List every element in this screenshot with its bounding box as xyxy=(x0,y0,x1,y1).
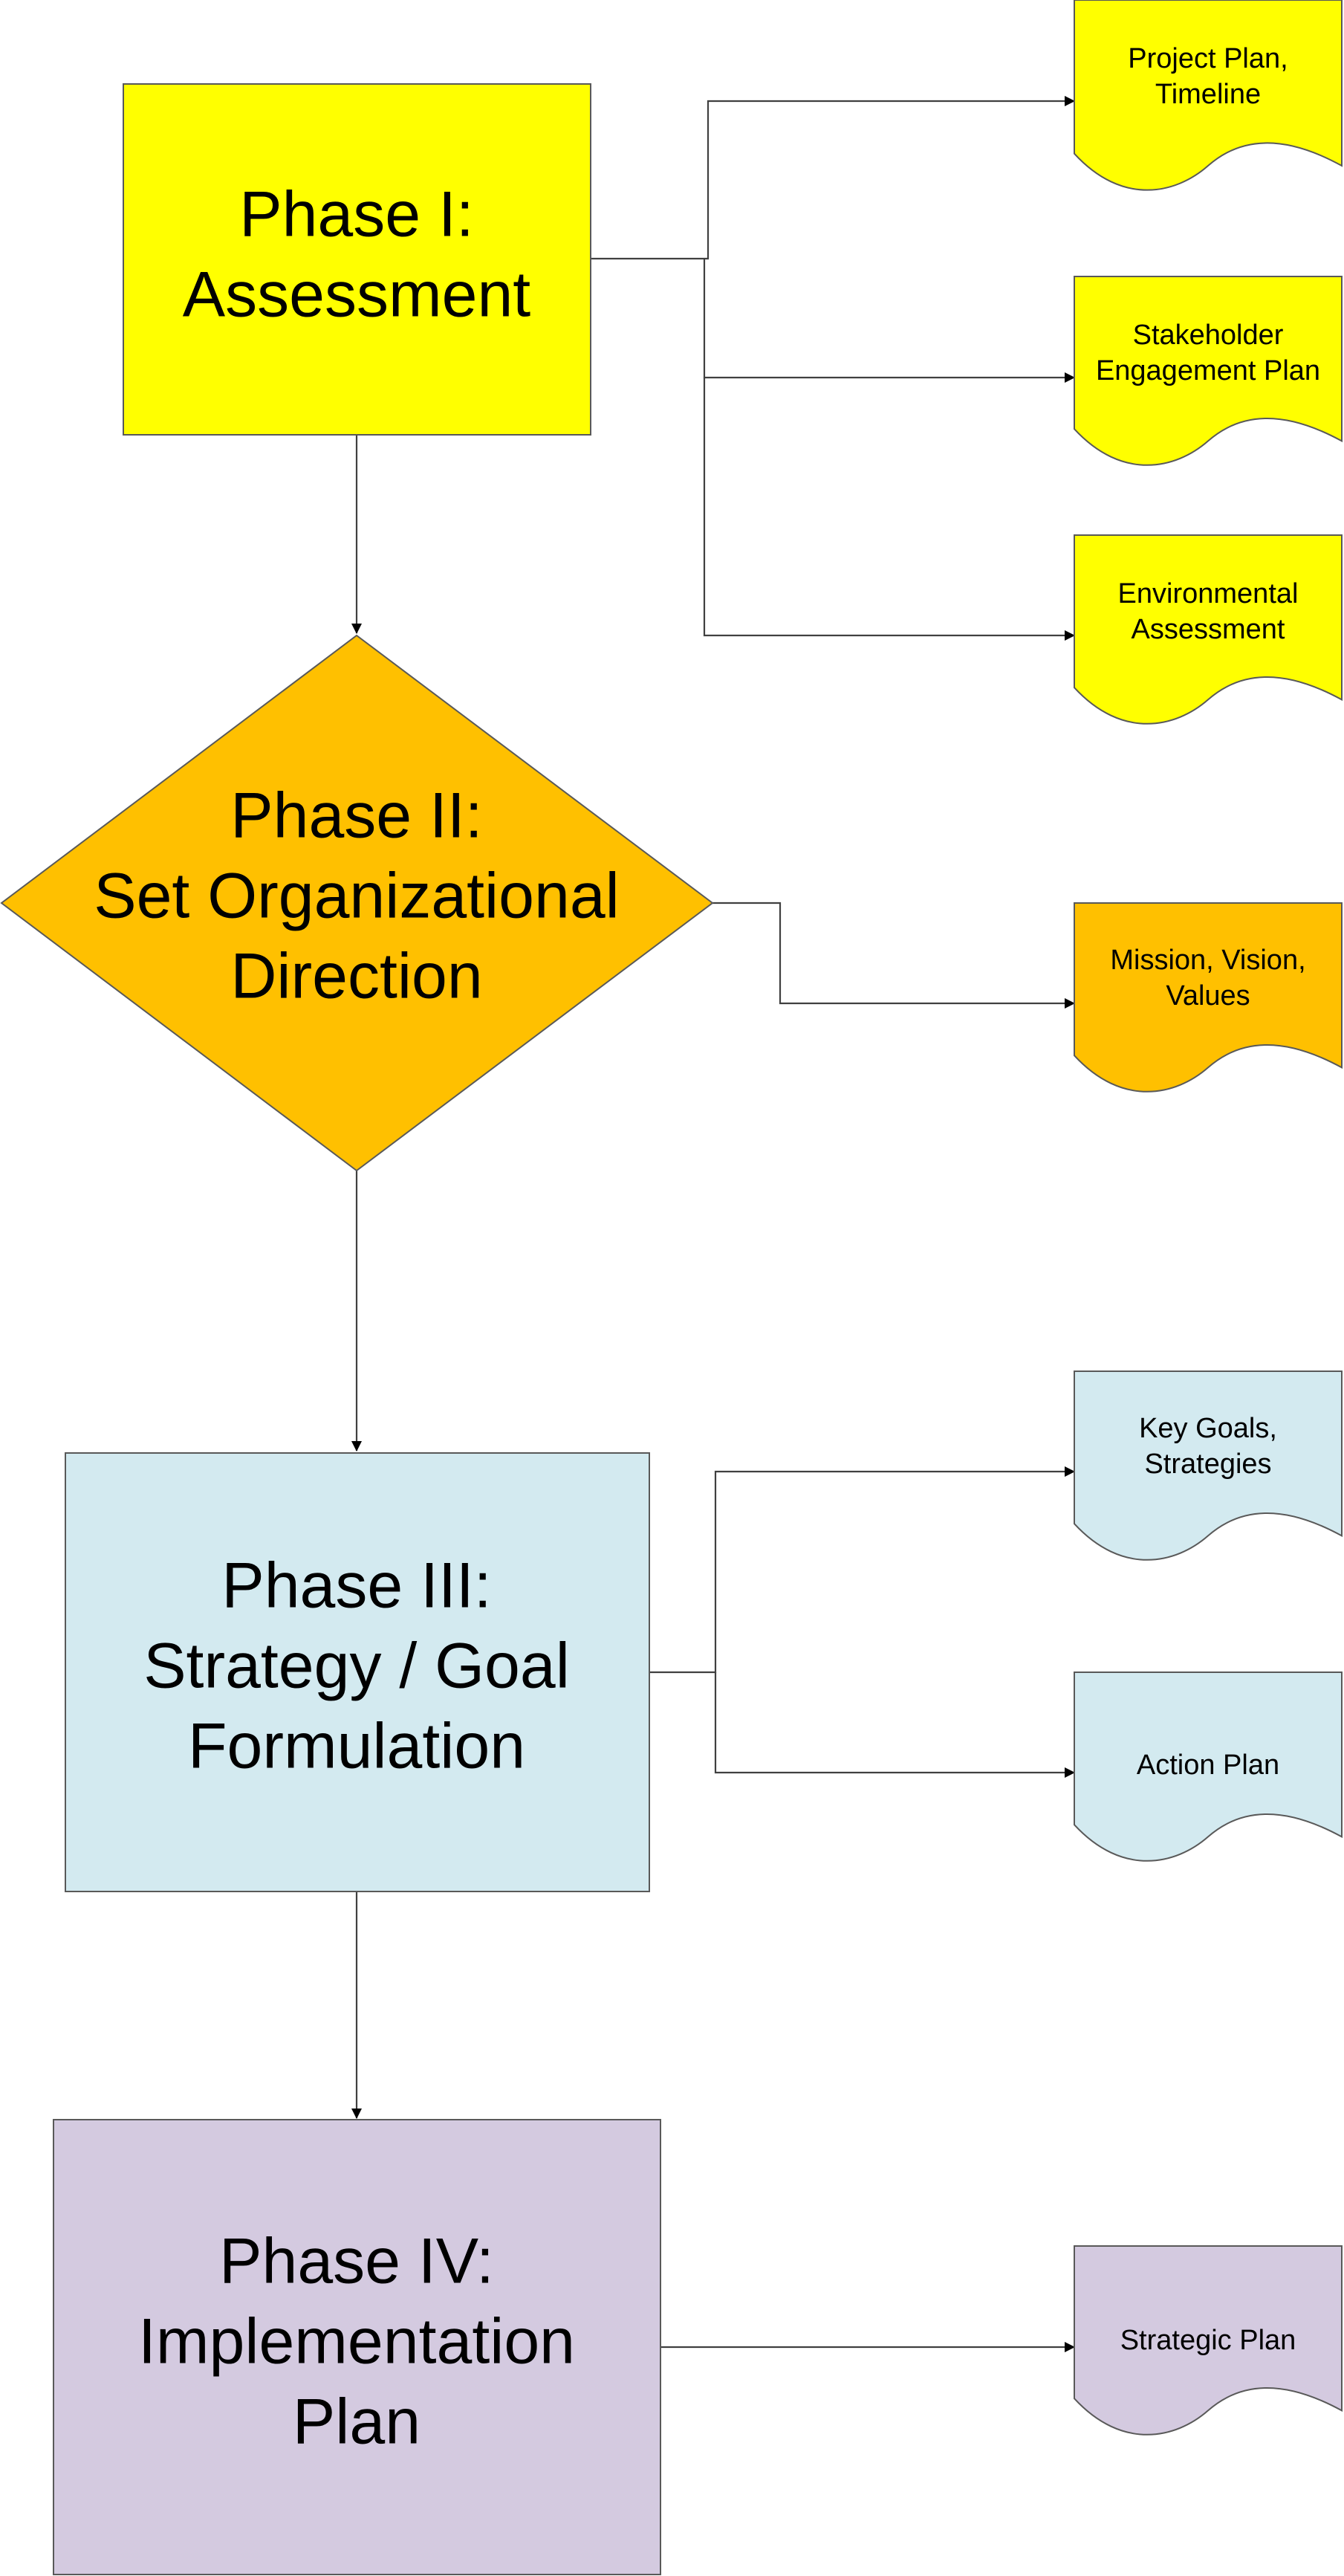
document-project-plan: Project Plan, Timeline xyxy=(1074,0,1343,191)
document-key-goals: Key Goals, Strategies xyxy=(1074,1370,1343,1561)
document-shape xyxy=(1074,2245,1343,2436)
connector-phase1-to-stakeholder-plan xyxy=(703,259,1075,383)
connectors xyxy=(351,96,1075,2352)
connector-phase1-to-environmental-assessment xyxy=(703,378,1075,641)
text-line: Phase I: xyxy=(239,179,474,250)
text-line: Phase IV: xyxy=(219,2226,494,2297)
text-line: Engagement Plan xyxy=(1096,355,1320,386)
text-line: Strategy / Goal xyxy=(143,1631,570,1702)
document-shape xyxy=(1074,1370,1343,1561)
document-mission-vision: Mission, Vision, Values xyxy=(1074,902,1343,1093)
connector-phase3-to-key-goals xyxy=(649,1466,1075,1674)
text-line: Action Plan xyxy=(1137,1750,1279,1781)
document-strategic-plan: Strategic Plan xyxy=(1074,2245,1343,2436)
text-line: Timeline xyxy=(1155,79,1261,110)
text-line: Assessment xyxy=(183,259,530,331)
document-shape xyxy=(1074,902,1343,1093)
connector-phase2-to-mission-vision xyxy=(712,902,1075,1009)
text-line: Formulation xyxy=(188,1711,525,1782)
text-line: Values xyxy=(1166,980,1250,1012)
text-line: Strategic Plan xyxy=(1120,2325,1296,2356)
connector-phase1-to-project-plan xyxy=(591,96,1075,260)
document-shape xyxy=(1074,276,1343,466)
phase-1-label: Phase I: Assessment xyxy=(183,179,530,331)
text-line: Plan xyxy=(293,2386,421,2458)
document-shape xyxy=(1074,534,1343,725)
text-line: Environmental xyxy=(1118,578,1299,609)
document-shape xyxy=(1074,1672,1343,1862)
phase-1-node: Phase I: Assessment xyxy=(123,83,591,436)
text-line: Implementation xyxy=(138,2306,575,2378)
document-label: Mission, Vision, Values xyxy=(1110,945,1305,1012)
document-label: Strategic Plan xyxy=(1120,2325,1296,2356)
document-label: Action Plan xyxy=(1137,1750,1279,1781)
text-line: Strategies xyxy=(1144,1449,1271,1480)
text-line: Stakeholder xyxy=(1133,320,1284,351)
text-line: Phase II: xyxy=(230,780,482,852)
phase-3-box xyxy=(65,1452,650,1892)
text-line: Set Organizational xyxy=(94,861,620,932)
document-shape xyxy=(1074,0,1343,191)
text-line: Assessment xyxy=(1132,614,1285,645)
text-line: Phase III: xyxy=(221,1550,491,1622)
text-line: Key Goals, xyxy=(1139,1413,1277,1444)
text-line: Mission, Vision, xyxy=(1110,945,1305,976)
connector-phase3-to-action-plan xyxy=(714,1672,1075,1778)
document-label: Project Plan, Timeline xyxy=(1128,43,1288,110)
phase-1-box xyxy=(123,83,591,436)
phase-2-diamond xyxy=(0,634,714,1172)
document-action-plan: Action Plan xyxy=(1074,1672,1343,1862)
text-line: Project Plan, xyxy=(1128,43,1288,74)
document-label: Key Goals, Strategies xyxy=(1139,1413,1277,1480)
text-line: Direction xyxy=(230,941,482,1012)
phase-4-box xyxy=(53,2119,661,2575)
